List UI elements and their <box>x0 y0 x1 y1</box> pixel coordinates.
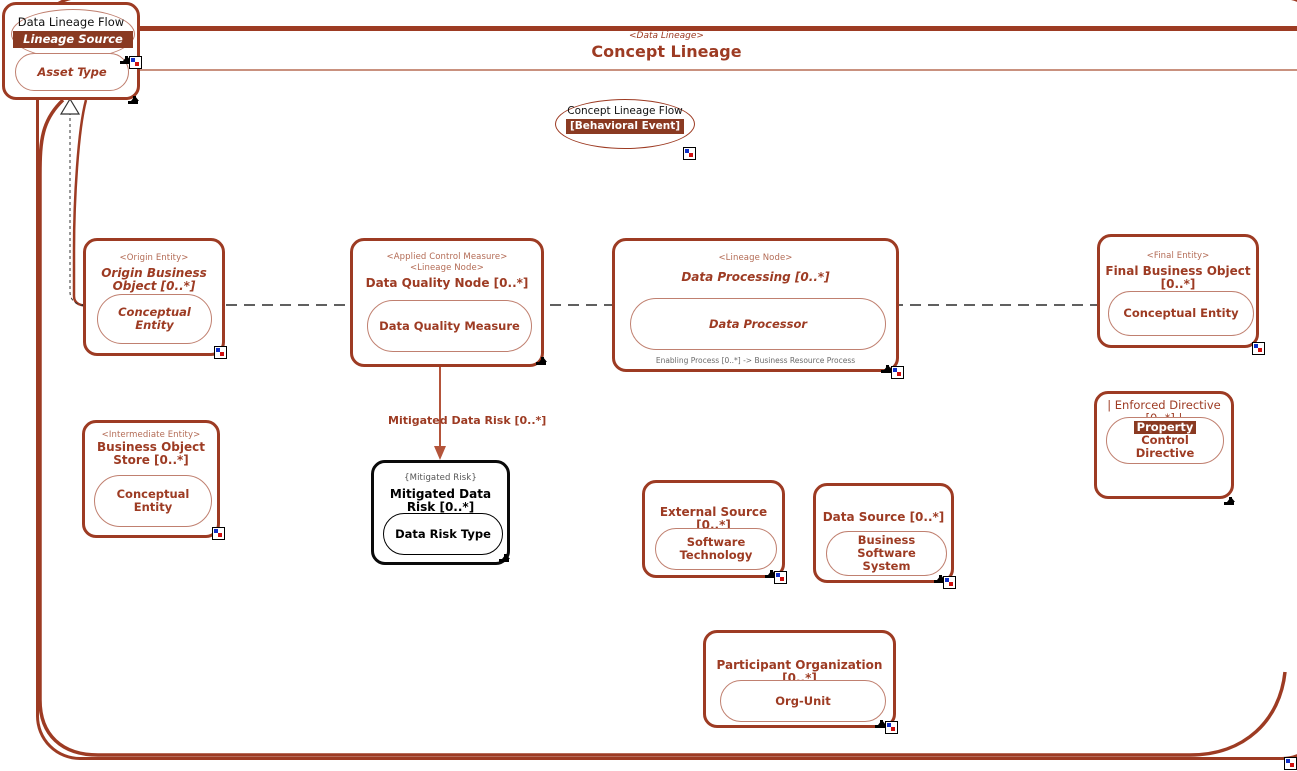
resize-corner-icon[interactable] <box>499 554 511 565</box>
inner-conceptual-entity[interactable]: Conceptual Entity <box>1108 291 1254 336</box>
origin-entity-label: Origin Business Object [0..*] <box>101 266 207 293</box>
lineage-flow-name: Data Lineage Flow <box>17 15 125 29</box>
mitigated-risk-label: Mitigated Data Risk [0..*] <box>389 487 492 514</box>
data-quality-label: Data Quality Node [0..*] <box>365 276 529 290</box>
data-source-label: Data Source [0..*] <box>822 510 945 524</box>
inner-data-risk-type[interactable]: Data Risk Type <box>383 513 503 555</box>
element-handle-icon[interactable] <box>885 721 898 734</box>
inner-org-unit[interactable]: Org-Unit <box>720 680 886 722</box>
inner-data-quality-measure[interactable]: Data Quality Measure <box>367 300 532 352</box>
node-enforced-directive[interactable]: | Enforced Directive [0..*] | Property C… <box>1094 391 1234 499</box>
element-handle-icon[interactable] <box>214 346 227 359</box>
resize-corner-icon[interactable] <box>934 575 946 586</box>
node-business-object-store[interactable]: <Intermediate Entity> Business Object St… <box>82 420 220 538</box>
control-directive-text: Control Directive <box>1135 433 1195 460</box>
business-object-store-stereotype: <Intermediate Entity> <box>101 430 201 440</box>
concept-lineage-flow-name: Concept Lineage Flow <box>567 105 683 117</box>
node-concept-lineage-flow[interactable]: Concept Lineage Flow [Behavioral Event] <box>555 99 695 149</box>
data-processing-footnote: Enabling Process [0..*] -> Business Reso… <box>655 356 856 365</box>
element-handle-icon[interactable] <box>212 527 225 540</box>
business-object-store-label: Business Object Store [0..*] <box>97 440 205 467</box>
resize-corner-icon[interactable] <box>875 720 887 731</box>
node-final-entity[interactable]: <Final Entity> Final Business Object [0.… <box>1097 234 1259 348</box>
resize-corner-icon[interactable] <box>1224 497 1236 508</box>
origin-entity-stereotype: <Origin Entity> <box>119 253 189 263</box>
element-handle-icon[interactable] <box>683 147 696 160</box>
data-processing-stereotype: <Lineage Node> <box>718 253 793 263</box>
element-handle-icon[interactable] <box>1252 342 1265 355</box>
node-participant-organization[interactable]: Participant Organization [0..*] Org-Unit <box>703 630 896 728</box>
diagram-frame <box>36 0 1297 760</box>
resize-corner-icon[interactable] <box>536 357 548 368</box>
node-data-processing[interactable]: <Lineage Node> Data Processing [0..*] Da… <box>612 238 899 372</box>
node-data-quality[interactable]: <Applied Control Measure> <Lineage Node>… <box>350 238 544 367</box>
element-handle-icon[interactable] <box>891 366 904 379</box>
node-origin-entity[interactable]: <Origin Entity> Origin Business Object [… <box>83 238 225 356</box>
node-external-source[interactable]: External Source [0..*] Software Technolo… <box>642 480 785 578</box>
final-entity-stereotype: <Final Entity> <box>1146 251 1210 261</box>
inner-data-processor[interactable]: Data Processor <box>630 298 886 350</box>
inner-software-technology[interactable]: Software Technology <box>655 528 777 570</box>
resize-corner-icon[interactable] <box>128 96 140 107</box>
element-handle-icon[interactable] <box>943 576 956 589</box>
resize-corner-icon[interactable] <box>120 56 132 67</box>
inner-business-software-system[interactable]: Business Software System <box>826 531 947 576</box>
data-quality-stereotype-2: <Lineage Node> <box>409 263 485 273</box>
data-processing-label: Data Processing [0..*] <box>681 270 830 284</box>
data-quality-stereotype: <Applied Control Measure> <box>386 252 508 262</box>
edge-label-mitigated-data-risk: Mitigated Data Risk [0..*] <box>388 414 547 427</box>
node-data-lineage-flow[interactable]: Data Lineage Flow Lineage Source [1..1] … <box>2 2 140 100</box>
diagram-title: Concept Lineage <box>591 42 742 61</box>
diagram-title-stereotype: <Data Lineage> <box>629 31 704 41</box>
title-bottom-rule <box>36 69 1297 71</box>
mitigated-risk-stereotype: {Mitigated Risk} <box>404 473 477 483</box>
element-handle-icon[interactable] <box>129 56 142 69</box>
property-selected-label[interactable]: Property <box>1133 421 1197 434</box>
element-handle-icon[interactable] <box>774 571 787 584</box>
inner-conceptual-entity[interactable]: Conceptual Entity <box>94 475 212 527</box>
behavioral-event-selected-label[interactable]: [Behavioral Event] <box>566 119 684 134</box>
node-mitigated-data-risk[interactable]: {Mitigated Risk} Mitigated Data Risk [0.… <box>371 460 510 565</box>
diagram-title-band: <Data Lineage> Concept Lineage <box>36 26 1297 71</box>
resize-corner-icon[interactable] <box>881 365 893 376</box>
inner-conceptual-entity[interactable]: Conceptual Entity <box>97 294 212 344</box>
title-top-rule <box>36 26 1297 31</box>
inner-asset-type[interactable]: Asset Type <box>15 53 129 91</box>
node-data-source[interactable]: Data Source [0..*] Business Software Sys… <box>813 483 954 583</box>
inner-control-directive[interactable]: Property Control Directive <box>1106 417 1224 464</box>
resize-corner-icon[interactable] <box>765 570 777 581</box>
lineage-source-selected-label[interactable]: Lineage Source [1..1] <box>13 31 133 63</box>
final-entity-label: Final Business Object [0..*] <box>1105 264 1251 291</box>
frame-handle-icon[interactable] <box>1284 757 1297 770</box>
